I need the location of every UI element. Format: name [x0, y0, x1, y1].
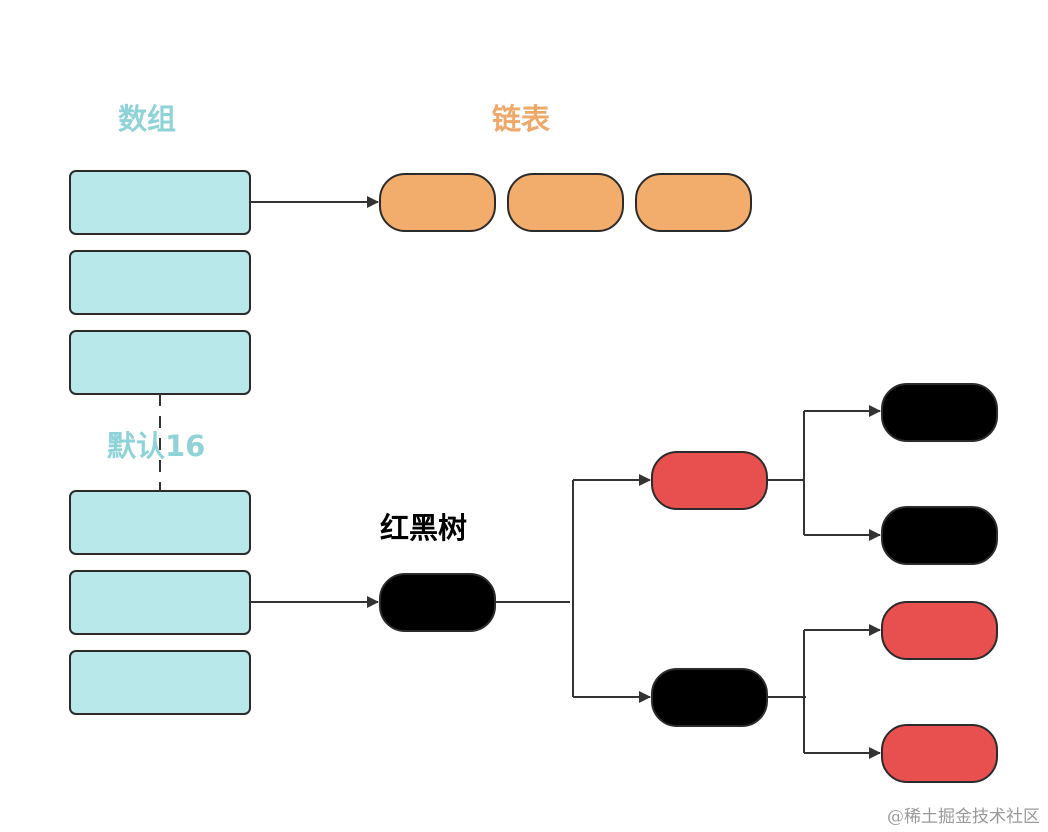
list-node — [635, 173, 752, 232]
array-cell — [69, 650, 251, 715]
tree-node-black — [651, 668, 768, 727]
array-cell — [69, 490, 251, 555]
tree-leaf-red — [881, 601, 998, 660]
array-cell — [69, 570, 251, 635]
tree-leaf-red — [881, 724, 998, 783]
linked-list — [379, 173, 752, 232]
tree-node-red — [651, 451, 768, 510]
array-title: 数组 — [118, 102, 177, 136]
array-cell — [69, 170, 251, 235]
red-black-tree-title: 红黑树 — [380, 511, 468, 545]
default-size-label: 默认16 — [107, 429, 206, 463]
linked-list-title: 链表 — [492, 102, 551, 136]
array — [69, 170, 251, 715]
watermark: @稀土掘金技术社区 — [887, 807, 1040, 827]
tree-root-node-black — [379, 573, 496, 632]
red-black-tree — [379, 383, 998, 783]
list-node — [507, 173, 624, 232]
tree-edges — [495, 405, 881, 759]
list-node — [379, 173, 496, 232]
tree-leaf-black — [881, 383, 998, 442]
array-cell — [69, 250, 251, 315]
tree-leaf-black — [881, 506, 998, 565]
array-cell — [69, 330, 251, 395]
